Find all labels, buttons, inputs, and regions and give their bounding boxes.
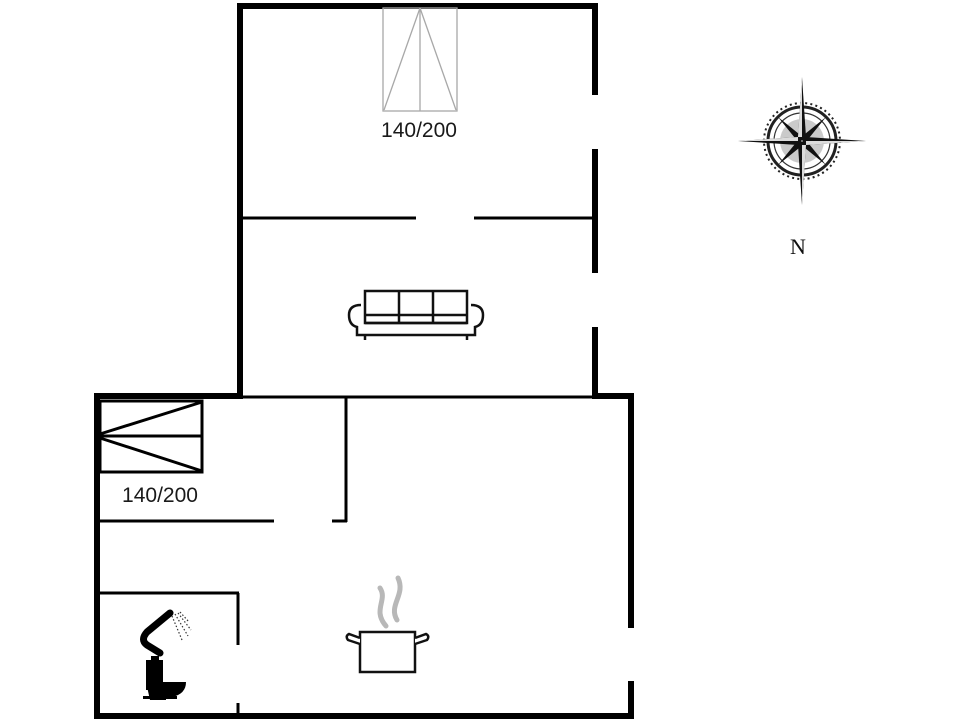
double-bed-icon bbox=[382, 7, 458, 112]
compass-rose-icon bbox=[738, 77, 866, 205]
exterior-walls bbox=[94, 3, 634, 719]
interior-walls bbox=[99, 216, 632, 716]
bed-size-label-upper: 140/200 bbox=[381, 119, 457, 142]
cooking-pot-icon bbox=[345, 575, 430, 674]
compass-north-label: N bbox=[790, 234, 806, 259]
shower-icon bbox=[140, 609, 192, 657]
bed-size-label-lower: 140/200 bbox=[122, 484, 198, 507]
double-bed-icon bbox=[98, 399, 204, 474]
sofa-icon bbox=[347, 289, 485, 340]
toilet-icon bbox=[143, 656, 186, 700]
